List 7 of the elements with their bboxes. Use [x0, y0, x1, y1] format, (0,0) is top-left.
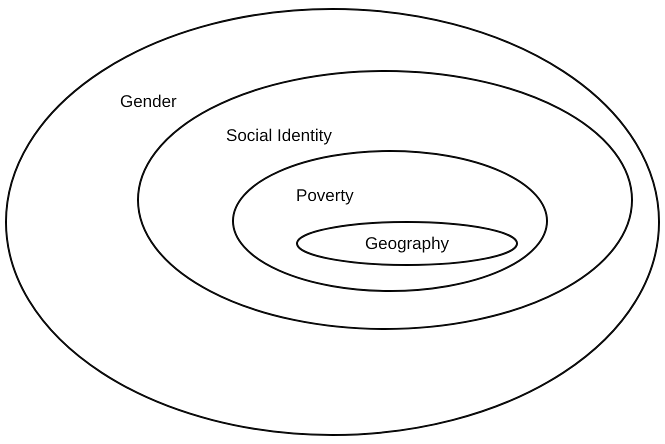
- ellipse-region: [5, 8, 660, 436]
- region-label: Poverty: [296, 186, 354, 206]
- ellipse-region: [232, 150, 548, 292]
- region-label: Geography: [364, 234, 450, 254]
- region-label: Gender: [120, 92, 177, 112]
- ellipse-region: [296, 221, 518, 266]
- region-label: Social Identity: [226, 126, 332, 146]
